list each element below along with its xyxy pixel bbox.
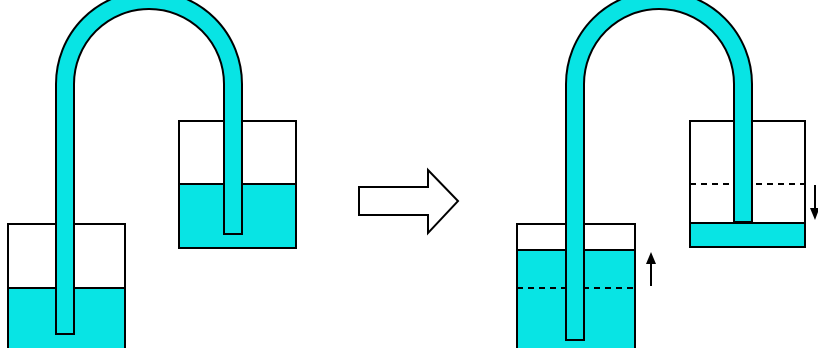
- transition-arrow: [358, 167, 460, 236]
- before-panel: [7, 0, 297, 348]
- siphon-tube-after: [565, 0, 753, 341]
- siphon-tube-before: [55, 0, 243, 335]
- after-panel: [516, 0, 818, 348]
- up-arrow-icon: [646, 252, 656, 286]
- down-arrow-icon: [810, 185, 818, 220]
- after-right-water: [691, 223, 804, 246]
- right-arrow-icon: [358, 167, 460, 236]
